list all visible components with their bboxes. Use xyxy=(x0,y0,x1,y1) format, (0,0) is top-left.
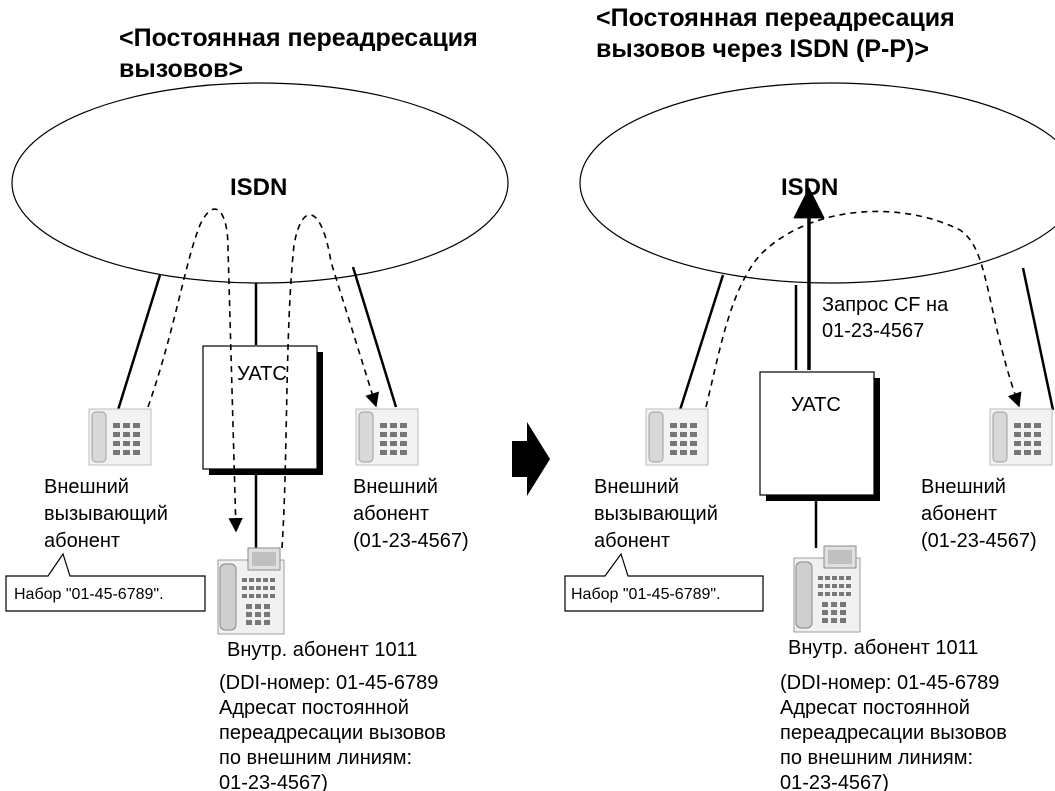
right-cf-request-label-2: 01-23-4567 xyxy=(822,320,924,342)
left-caller-line xyxy=(116,274,162,411)
left-extension-detail-1: (DDI-номер: 01-45-6789 xyxy=(219,672,438,694)
right-caller-label-2: вызывающий xyxy=(594,503,718,525)
right-callee-phone-icon xyxy=(989,408,1053,466)
left-isdn-label: ISDN xyxy=(230,174,287,201)
right-extension-phone-icon xyxy=(793,545,861,633)
right-cf-request-label-1: Запрос CF на xyxy=(822,294,949,316)
right-extension-detail-5: 01-23-4567) xyxy=(780,772,889,791)
left-callee-label-3: (01-23-4567) xyxy=(353,530,469,552)
right-caller-label-1: Внешний xyxy=(594,476,679,498)
left-callee-phone-icon xyxy=(355,408,419,466)
left-caller-label-3: абонент xyxy=(44,530,120,552)
left-dial-callout-bubble xyxy=(5,552,206,612)
right-pbx-box xyxy=(759,371,875,496)
right-caller-line xyxy=(678,274,725,411)
left-title-line1: <Постоянная переадресация xyxy=(119,24,478,52)
right-extension-title: Внутр. абонент 1011 xyxy=(788,637,978,659)
left-extension-detail-2: Адресат постоянной xyxy=(219,697,409,719)
right-extension-detail-2: Адресат постоянной xyxy=(780,697,970,719)
left-extension-phone-icon xyxy=(217,547,285,635)
right-callee-line xyxy=(1021,267,1055,411)
right-pbx-label: УАТС xyxy=(791,394,841,416)
right-panel: <Постоянная переадресация вызовов через … xyxy=(564,4,1055,791)
right-arrow-icon xyxy=(512,422,550,496)
left-pbx-label: УАТС xyxy=(237,363,287,385)
left-extension-detail-3: переадресации вызовов xyxy=(219,722,446,744)
right-callee-label-1: Внешний xyxy=(921,476,1006,498)
left-caller-phone-icon xyxy=(88,408,152,466)
right-extension-detail-4: по внешним линиям: xyxy=(780,747,973,769)
left-caller-label-1: Внешний xyxy=(44,476,129,498)
left-extension-title: Внутр. абонент 1011 xyxy=(227,639,417,661)
right-forwarded-call-path xyxy=(705,210,1022,408)
right-caller-label-3: абонент xyxy=(594,530,670,552)
left-forwarded-call-path xyxy=(281,214,380,549)
right-isdn-cloud xyxy=(579,82,1055,284)
right-title-line2: вызовов через ISDN (P-P)> xyxy=(596,35,929,63)
left-isdn-cloud xyxy=(11,82,509,284)
left-callee-label-2: абонент xyxy=(353,503,429,525)
right-dial-callout-bubble xyxy=(564,552,764,612)
left-title-line2: вызовов> xyxy=(119,55,243,83)
left-caller-label-2: вызывающий xyxy=(44,503,168,525)
right-extension-detail-3: переадресации вызовов xyxy=(780,722,1007,744)
left-extension-detail-5: 01-23-4567) xyxy=(219,772,328,791)
left-callee-label-1: Внешний xyxy=(353,476,438,498)
left-pbx-box xyxy=(202,345,318,470)
right-callee-label-2: абонент xyxy=(921,503,997,525)
left-dial-callout-text: Набор "01-45-6789". xyxy=(14,586,164,603)
right-caller-phone-icon xyxy=(645,408,709,466)
right-dial-callout-text: Набор "01-45-6789". xyxy=(571,586,721,603)
right-title-line1: <Постоянная переадресация xyxy=(596,4,955,32)
right-callee-label-3: (01-23-4567) xyxy=(921,530,1037,552)
right-extension-detail-1: (DDI-номер: 01-45-6789 xyxy=(780,672,999,694)
left-callee-line xyxy=(351,266,398,408)
left-extension-detail-4: по внешним линиям: xyxy=(219,747,412,769)
left-panel: <Постоянная переадресация вызовов> ISDN … xyxy=(5,24,509,791)
